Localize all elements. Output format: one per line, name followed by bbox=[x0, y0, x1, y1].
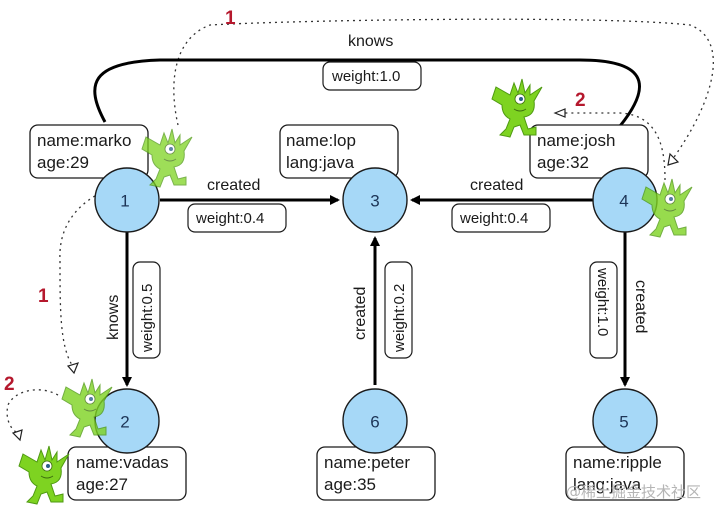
prop-node-3-lang: lang:java bbox=[286, 153, 355, 172]
edge-label-created-4-3: created bbox=[470, 177, 523, 194]
prop-box-node-4 bbox=[529, 124, 649, 179]
node-3-id: 3 bbox=[370, 192, 379, 211]
hollow-arrow-icon bbox=[553, 108, 566, 118]
prop-node-4-name: name:josh bbox=[537, 131, 615, 150]
prop-node-6-age: age:35 bbox=[324, 475, 376, 494]
step-label-1-top: 1 bbox=[225, 8, 236, 29]
prop-node-4-age: age:32 bbox=[537, 153, 589, 172]
weight-label-4-5: weight:1.0 bbox=[594, 267, 611, 336]
node-4-id: 4 bbox=[619, 192, 628, 211]
traversal-path-vadas-onward bbox=[6, 389, 59, 433]
weight-box-1-2 bbox=[132, 261, 161, 359]
node-5[interactable]: 5 bbox=[592, 388, 658, 454]
weight-label-6-3: weight:0.2 bbox=[391, 284, 408, 353]
prop-node-1-age: age:29 bbox=[37, 153, 89, 172]
prop-node-1-name: name:marko bbox=[37, 131, 131, 150]
goblin-traverser-icon bbox=[61, 378, 113, 438]
step-label-2-vadas: 2 bbox=[4, 374, 15, 395]
edge-label-knows-1-2: knows bbox=[105, 295, 122, 340]
weight-box-4-5 bbox=[589, 261, 618, 359]
weight-box-1-3 bbox=[187, 203, 287, 233]
weight-box-6-3 bbox=[384, 261, 413, 359]
prop-node-3-name: name:lop bbox=[286, 131, 356, 150]
goblin-traverser-icon bbox=[491, 78, 543, 138]
step-label-2-josh: 2 bbox=[575, 90, 586, 111]
weight-box-4-3 bbox=[451, 203, 551, 233]
step-label-1-left: 1 bbox=[38, 286, 49, 307]
nodes: 1 3 4 2 6 5 bbox=[94, 167, 658, 454]
weight-label-1-2: weight:0.5 bbox=[139, 284, 156, 353]
node-2-id: 2 bbox=[120, 413, 129, 432]
hollow-arrow-icon bbox=[11, 429, 23, 442]
edge-knows-1-4 bbox=[93, 58, 641, 170]
edge-label-knows-1-4: knows bbox=[348, 33, 393, 50]
node-6-id: 6 bbox=[370, 413, 379, 432]
edges: knows weight:1.0 created weight:0.4 crea… bbox=[93, 33, 649, 387]
prop-node-6-name: name:peter bbox=[324, 453, 410, 472]
node-6[interactable]: 6 bbox=[342, 388, 408, 454]
node-5-id: 5 bbox=[619, 413, 628, 432]
weight-label-1-3: weight:0.4 bbox=[195, 210, 264, 227]
goblin-traverser-icon bbox=[18, 445, 70, 505]
traversal-path-josh-onward bbox=[565, 112, 666, 181]
hollow-arrow-icon bbox=[667, 152, 680, 166]
weight-label-4-3: weight:0.4 bbox=[459, 210, 528, 227]
property-boxes: name:marko age:29 name:lop lang:java nam… bbox=[29, 124, 685, 501]
prop-node-2-name: name:vadas bbox=[76, 453, 169, 472]
edge-label-created-4-5: created bbox=[632, 280, 649, 333]
prop-node-2-age: age:27 bbox=[76, 475, 128, 494]
edge-label-created-1-3: created bbox=[207, 177, 260, 194]
node-1[interactable]: 1 bbox=[94, 167, 160, 233]
weight-box-1-4 bbox=[322, 61, 422, 91]
prop-node-5-name: name:ripple bbox=[573, 453, 662, 472]
weight-label-1-4: weight:1.0 bbox=[331, 68, 400, 85]
node-1-id: 1 bbox=[120, 192, 129, 211]
watermark: @稀土掘金技术社区 bbox=[566, 483, 701, 501]
hollow-arrow-icon bbox=[66, 362, 80, 375]
prop-box-node-3 bbox=[279, 124, 399, 179]
node-3[interactable]: 3 bbox=[342, 167, 408, 233]
edge-label-created-6-3: created bbox=[352, 287, 369, 340]
prop-node-5-lang: lang:java bbox=[573, 475, 642, 494]
